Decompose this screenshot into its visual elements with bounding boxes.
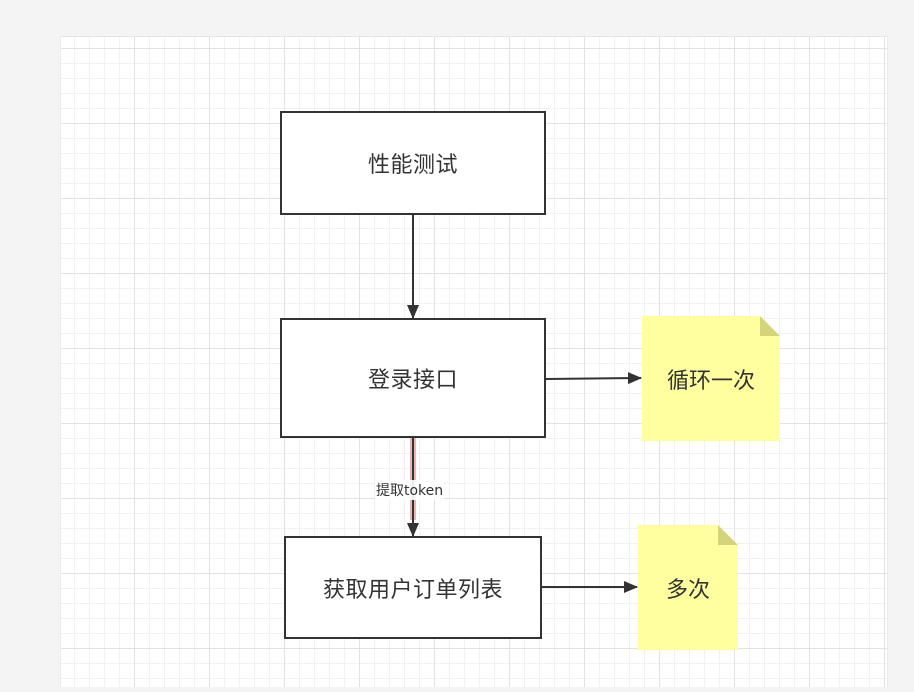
- node-perf-test[interactable]: 性能测试: [280, 111, 546, 215]
- edge-label-extract-token[interactable]: 提取token: [375, 480, 445, 500]
- node-order-list-label: 获取用户订单列表: [322, 577, 503, 603]
- node-login-api-label: 登录接口: [367, 368, 458, 393]
- edge-login-to-loop-note[interactable]: [545, 372, 642, 385]
- node-login-api[interactable]: 登录接口: [280, 318, 546, 438]
- note-multiple[interactable]: 多次: [638, 525, 738, 650]
- node-perf-test-label: 性能测试: [367, 153, 458, 178]
- note-loop-once-label: 循环一次: [666, 368, 755, 394]
- note-loop-once[interactable]: 循环一次: [642, 316, 780, 441]
- node-order-list[interactable]: 获取用户订单列表: [284, 536, 542, 639]
- note-multiple-label: 多次: [665, 577, 710, 603]
